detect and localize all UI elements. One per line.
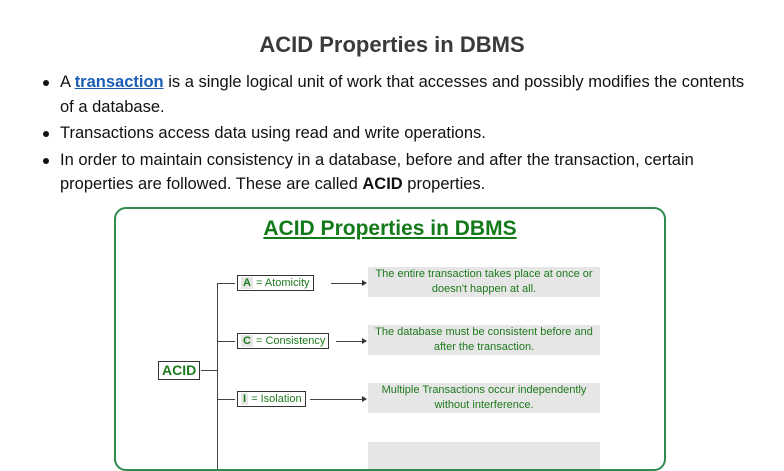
isolation-box: I = Isolation (237, 391, 306, 407)
bullet-list: A transaction is a single logical unit o… (40, 70, 760, 199)
connector (217, 283, 235, 284)
text: is a single logical unit of work that ac… (60, 73, 745, 116)
durability-desc-partial (368, 442, 600, 469)
transaction-link[interactable]: transaction (74, 73, 164, 91)
connector (331, 283, 363, 284)
acid-bold: ACID (362, 175, 403, 193)
letter: I (241, 393, 249, 405)
text: In order to maintain consistency in a da… (60, 150, 694, 194)
letter: C (241, 335, 253, 347)
arrow-icon (362, 396, 367, 402)
bullet-item: Transactions access data using read and … (40, 121, 760, 146)
arrow-icon (362, 280, 367, 286)
connector (217, 283, 218, 469)
acid-diagram-image: ACID Properties in DBMS ACID A = Atomici… (114, 207, 666, 471)
text: properties. (402, 175, 486, 193)
connector (201, 370, 218, 371)
text: A (60, 73, 75, 91)
bullet-item: In order to maintain consistency in a da… (40, 148, 760, 197)
label: = Atomicity (252, 277, 310, 289)
acid-root-box: ACID (158, 361, 201, 380)
isolation-desc: Multiple Transactions occur independentl… (368, 383, 600, 413)
connector (217, 399, 235, 400)
diagram-title: ACID Properties in DBMS (263, 217, 517, 240)
connector (217, 341, 235, 342)
page-title: ACID Properties in DBMS (259, 32, 525, 57)
label: = Isolation (248, 393, 302, 405)
connector (310, 399, 363, 400)
connector (336, 341, 363, 342)
label: = Consistency (252, 335, 326, 347)
atomicity-box: A = Atomicity (237, 275, 314, 291)
consistency-box: C = Consistency (237, 333, 330, 349)
atomicity-desc: The entire transaction takes place at on… (368, 267, 600, 297)
bullet-item: A transaction is a single logical unit o… (40, 70, 760, 119)
consistency-desc: The database must be consistent before a… (368, 325, 600, 355)
arrow-icon (362, 338, 367, 344)
letter: A (241, 277, 253, 289)
